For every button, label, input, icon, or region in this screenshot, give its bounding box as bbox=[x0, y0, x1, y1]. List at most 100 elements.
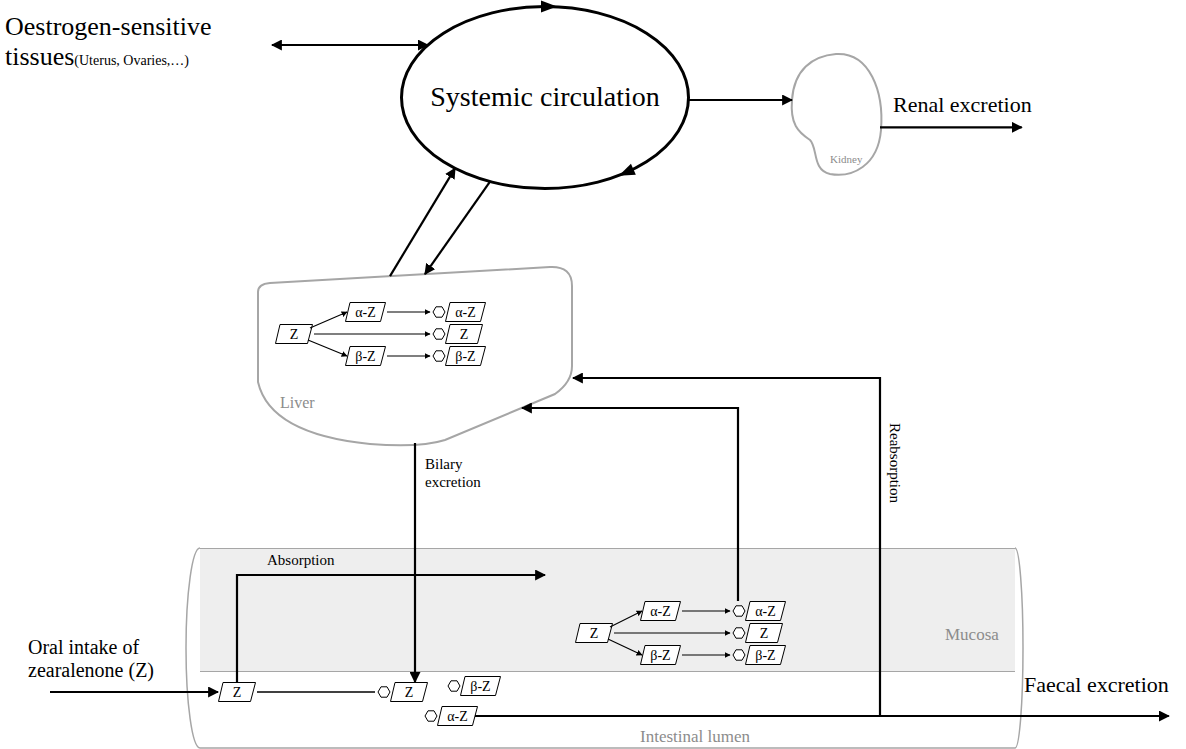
organ-shape bbox=[258, 267, 572, 445]
parallelogram bbox=[219, 683, 256, 702]
lumen-region: ZZβ-Zα-ZIntestinal lumen bbox=[200, 672, 1015, 749]
organ-name: Systemic circulation bbox=[430, 81, 659, 113]
flow-arrow bbox=[682, 610, 730, 611]
flow-arrow bbox=[573, 378, 880, 716]
glucuronide-hexagon bbox=[733, 650, 745, 660]
parallelogram bbox=[346, 303, 386, 322]
metabolite-name: β-Z bbox=[355, 348, 375, 366]
conjugate-box: β-Z bbox=[445, 676, 501, 696]
glucuronide-hexagon bbox=[433, 307, 445, 317]
box-outline bbox=[375, 682, 428, 702]
glucuronide-hexagon bbox=[378, 687, 390, 697]
glucuronide-hexagon bbox=[448, 681, 460, 691]
parallelogram bbox=[746, 624, 783, 643]
tube-wall bbox=[200, 747, 1015, 749]
metabolite-name: α-Z bbox=[447, 708, 468, 726]
flow-arrow bbox=[610, 611, 642, 627]
tissue-label: Oestrogen-sensitive tissues(Uterus, Ovar… bbox=[5, 12, 270, 72]
parallelogram bbox=[746, 602, 786, 621]
flow-arrow bbox=[614, 632, 730, 633]
flow-arrow bbox=[237, 575, 545, 682]
flow-label: Oral intake of zearalenone (Z) bbox=[28, 636, 154, 681]
box-outline bbox=[730, 623, 783, 643]
parallelogram bbox=[391, 683, 428, 702]
parallelogram bbox=[438, 707, 478, 726]
metabolite-name: β-Z bbox=[650, 647, 670, 665]
organ-name: Mucosa bbox=[945, 625, 999, 645]
glucuronide-hexagon bbox=[733, 606, 745, 616]
metabolite-name: α-Z bbox=[650, 603, 671, 621]
liver-organ: α-Z α-Z Z Zβ-Z β-Z Liver bbox=[250, 262, 580, 447]
parallelogram bbox=[446, 347, 486, 366]
metabolite-box: β-Z bbox=[640, 645, 681, 665]
flow-arrow bbox=[682, 654, 730, 655]
parallelogram bbox=[641, 602, 681, 621]
flow-arrow bbox=[425, 182, 490, 275]
organ-name: Liver bbox=[280, 394, 315, 412]
flow-label: (Uterus, Ovaries,…) bbox=[74, 53, 189, 68]
conjugate-box: β-Z bbox=[730, 645, 786, 665]
organ-outline bbox=[250, 262, 580, 447]
metabolite-name: Z bbox=[590, 625, 599, 643]
flow-arrow bbox=[390, 168, 455, 276]
flow-arrow bbox=[522, 408, 738, 601]
box-outline bbox=[430, 324, 483, 344]
organ-name: Kidney bbox=[830, 153, 862, 166]
excretion-label: Faecal excretion bbox=[1024, 672, 1169, 697]
conjugate-box: α-Z bbox=[730, 601, 786, 621]
tube-end bbox=[1015, 548, 1023, 748]
metabolite-name: Z bbox=[233, 684, 242, 702]
flow-arrow bbox=[475, 715, 1169, 717]
circulation-loop bbox=[402, 7, 689, 189]
metabolite-box: α-Z bbox=[640, 601, 681, 621]
metabolite-name: α-Z bbox=[355, 304, 376, 322]
metabolite-box: Z bbox=[218, 682, 256, 702]
flow-arrow bbox=[314, 333, 430, 334]
metabolite-box: α-Z bbox=[345, 302, 386, 322]
kidney-organ: Kidney bbox=[786, 50, 886, 180]
tube-end bbox=[186, 548, 200, 748]
flow-arrow bbox=[688, 99, 792, 101]
parallelogram bbox=[446, 303, 486, 322]
flow-arrow bbox=[387, 355, 430, 356]
parallelogram bbox=[576, 624, 613, 643]
label-holder: Bilary excretion bbox=[425, 455, 497, 492]
edge-label: Absorption bbox=[267, 552, 335, 568]
metabolite-box: β-Z bbox=[345, 346, 386, 366]
conjugate-box: Z bbox=[730, 623, 783, 643]
metabolite-name: β-Z bbox=[455, 348, 475, 366]
flow-arrow bbox=[272, 44, 428, 46]
flow-arrow bbox=[414, 443, 416, 682]
parallelogram bbox=[446, 325, 483, 344]
conjugate-box: α-Z bbox=[422, 706, 478, 726]
flow-arrow bbox=[257, 691, 375, 693]
circulation-ellipse: Systemic circulation bbox=[400, 5, 690, 190]
glucuronide-hexagon bbox=[425, 711, 437, 721]
conjugate-box: Z bbox=[375, 682, 428, 702]
flow-arrow bbox=[608, 639, 642, 655]
flow-arrow bbox=[310, 312, 347, 328]
label-holder: Absorption bbox=[267, 551, 335, 569]
metabolite-name: Z bbox=[760, 625, 769, 643]
flow-arrow bbox=[50, 691, 218, 693]
flow-arrow bbox=[308, 340, 347, 356]
metabolite-box: Z bbox=[275, 324, 313, 344]
label-holder: Reabsorption bbox=[886, 423, 904, 503]
glucuronide-hexagon bbox=[733, 628, 745, 638]
metabolite-name: β-Z bbox=[755, 647, 775, 665]
metabolite-name: Z bbox=[290, 326, 299, 344]
conjugate-box: β-Z bbox=[430, 346, 486, 366]
metabolite-name: Z bbox=[405, 684, 414, 702]
flow-arrow bbox=[387, 311, 430, 312]
flow-label: Renal excretion bbox=[893, 92, 1032, 117]
flow-label: Faecal excretion bbox=[1024, 672, 1169, 697]
metabolite-name: α-Z bbox=[455, 304, 476, 322]
metabolite-name: α-Z bbox=[755, 603, 776, 621]
parallelogram bbox=[346, 347, 386, 366]
organ-shape bbox=[792, 54, 882, 175]
metabolite-name: β-Z bbox=[470, 678, 490, 696]
glucuronide-hexagon bbox=[433, 351, 445, 361]
excretion-label: Renal excretion bbox=[893, 92, 1032, 117]
conjugate-box: Z bbox=[430, 324, 483, 344]
parallelogram bbox=[746, 646, 786, 665]
